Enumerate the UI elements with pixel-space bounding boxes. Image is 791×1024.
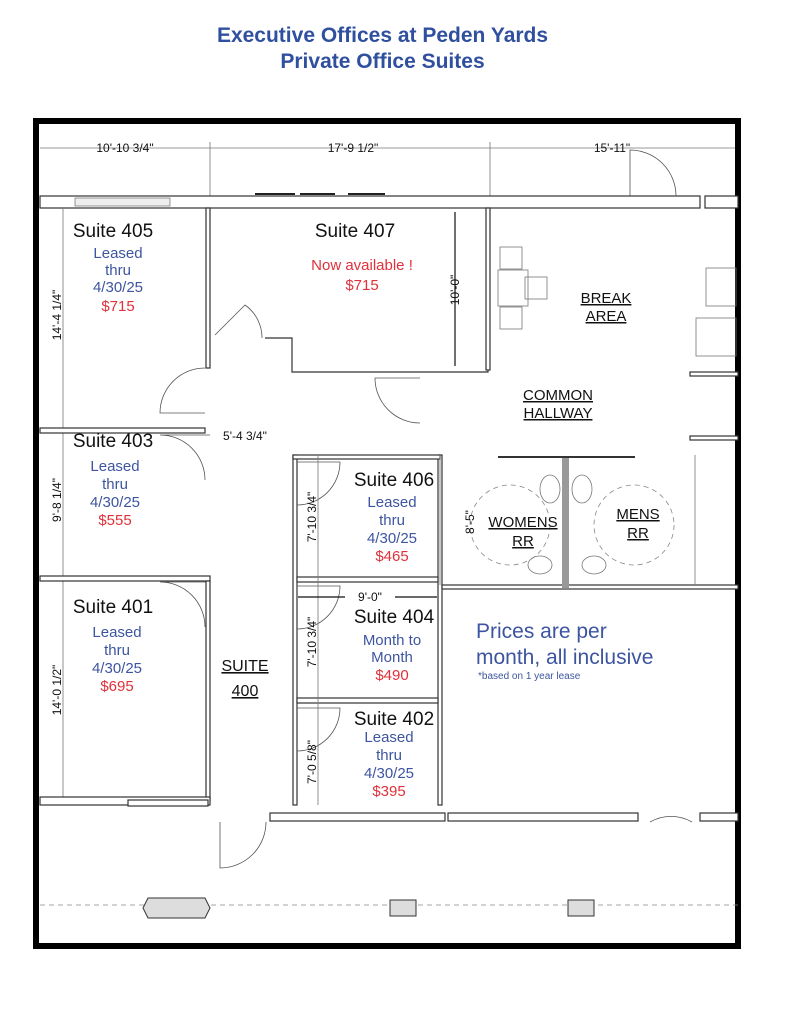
common-hallway-label: COMMON: [523, 387, 593, 404]
suite-price: $465: [375, 548, 408, 565]
suite-name: Suite 407: [315, 221, 395, 242]
title-line-1: Executive Offices at Peden Yards: [216, 24, 549, 47]
suite-lease-date: 4/30/25: [92, 660, 142, 677]
suite-price: $555: [98, 512, 131, 529]
suite-402: Suite 402 Leased thru 4/30/25 $395: [354, 709, 434, 800]
common-hallway-label: HALLWAY: [524, 405, 593, 422]
pricing-note: month, all inclusive: [476, 646, 653, 669]
suite-407: Suite 407 Now available ! $715: [311, 221, 413, 294]
suite-price: $395: [372, 783, 405, 800]
suite-name: Suite 404: [354, 607, 435, 628]
suite-price: $715: [101, 298, 134, 315]
pricing-note: Prices are per: [476, 620, 607, 643]
suite-status: Leased: [364, 729, 413, 746]
suite-status: thru: [379, 512, 405, 529]
mens-restroom-label: MENS: [616, 506, 659, 523]
pricing-footnote: *based on 1 year lease: [478, 671, 581, 682]
suite-price: $490: [375, 667, 408, 684]
break-area-label: BREAK: [581, 290, 632, 307]
suite-status: Now available !: [311, 257, 413, 274]
suite-status: thru: [105, 262, 131, 279]
suite-lease-date: 4/30/25: [367, 530, 417, 547]
suite-lease-date: 4/30/25: [93, 279, 143, 296]
suite-price: $715: [345, 277, 378, 294]
suite-status: Month: [371, 649, 413, 666]
womens-restroom-label: RR: [512, 533, 534, 550]
suite-status: Leased: [93, 245, 142, 262]
suite-status: Month to: [363, 632, 421, 649]
column: [142, 897, 211, 919]
dim-restroom: 8'-5": [463, 510, 477, 534]
suite-lease-date: 4/30/25: [90, 494, 140, 511]
suite-name: Suite 403: [73, 431, 153, 452]
suite-400-label: 400: [232, 683, 259, 700]
suite-name: Suite 405: [73, 221, 153, 242]
dim-suite406: 7'-10 3/4": [305, 492, 319, 543]
plan-border: [33, 118, 741, 949]
dim-top-mid: 17'-9 1/2": [328, 141, 379, 155]
suite-400-label: SUITE: [221, 658, 268, 675]
suite-status: Leased: [92, 624, 141, 641]
column: [567, 899, 595, 917]
suite-status: thru: [104, 642, 130, 659]
suite-405: Suite 405 Leased thru 4/30/25 $715: [73, 221, 153, 315]
womens-restroom-label: WOMENS: [488, 514, 557, 531]
dim-top-right: 15'-11": [594, 141, 630, 155]
dim-suite404-width: 9'-0": [358, 590, 382, 604]
suite-price: $695: [100, 678, 133, 695]
entry-door: [629, 149, 677, 197]
dim-suite404: 7'-10 3/4": [305, 617, 319, 668]
title-line-2: Private Office Suites: [280, 50, 485, 73]
suite-403: Suite 403 Leased thru 4/30/25 $555: [73, 431, 153, 529]
suite-status: thru: [376, 747, 402, 764]
dim-corridor: 5'-4 3/4": [223, 429, 267, 443]
suite-name: Suite 406: [354, 470, 434, 491]
break-area-label: AREA: [586, 308, 627, 325]
dim-suite402: 7'-0 5/8": [305, 740, 319, 784]
suite-name: Suite 401: [73, 597, 153, 618]
suite-406: Suite 406 Leased thru 4/30/25 $465: [354, 470, 434, 565]
dim-suite407: 10'-0": [448, 275, 462, 306]
dim-suite405: 14'-4 1/4": [50, 290, 64, 341]
suite-404: Suite 404 Month to Month $490: [354, 607, 435, 684]
dim-top-left: 10'-10 3/4": [96, 141, 153, 155]
suite-status: thru: [102, 476, 128, 493]
suite-401: Suite 401 Leased thru 4/30/25 $695: [73, 597, 153, 695]
exterior-wall-top: [39, 195, 701, 209]
dim-suite401: 14'-0 1/2": [50, 665, 64, 716]
mens-restroom-label: RR: [627, 525, 649, 542]
restroom-partition: [562, 458, 569, 588]
suite-status: Leased: [367, 494, 416, 511]
column: [389, 899, 417, 917]
suite-status: Leased: [90, 458, 139, 475]
dim-suite403: 9'-8 1/4": [50, 478, 64, 522]
suite-lease-date: 4/30/25: [364, 765, 414, 782]
suite-name: Suite 402: [354, 709, 434, 730]
